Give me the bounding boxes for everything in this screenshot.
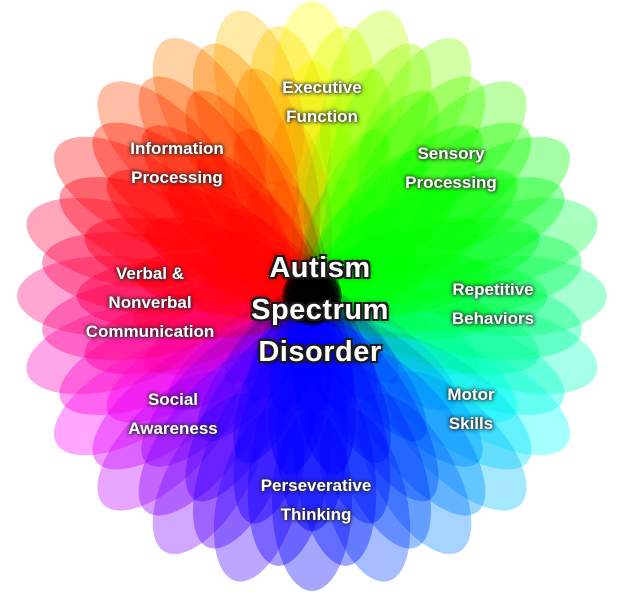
autism-spectrum-diagram: Executive Function Sensory Processing In… [17, 1, 607, 591]
color-wheel-flower [17, 1, 607, 591]
